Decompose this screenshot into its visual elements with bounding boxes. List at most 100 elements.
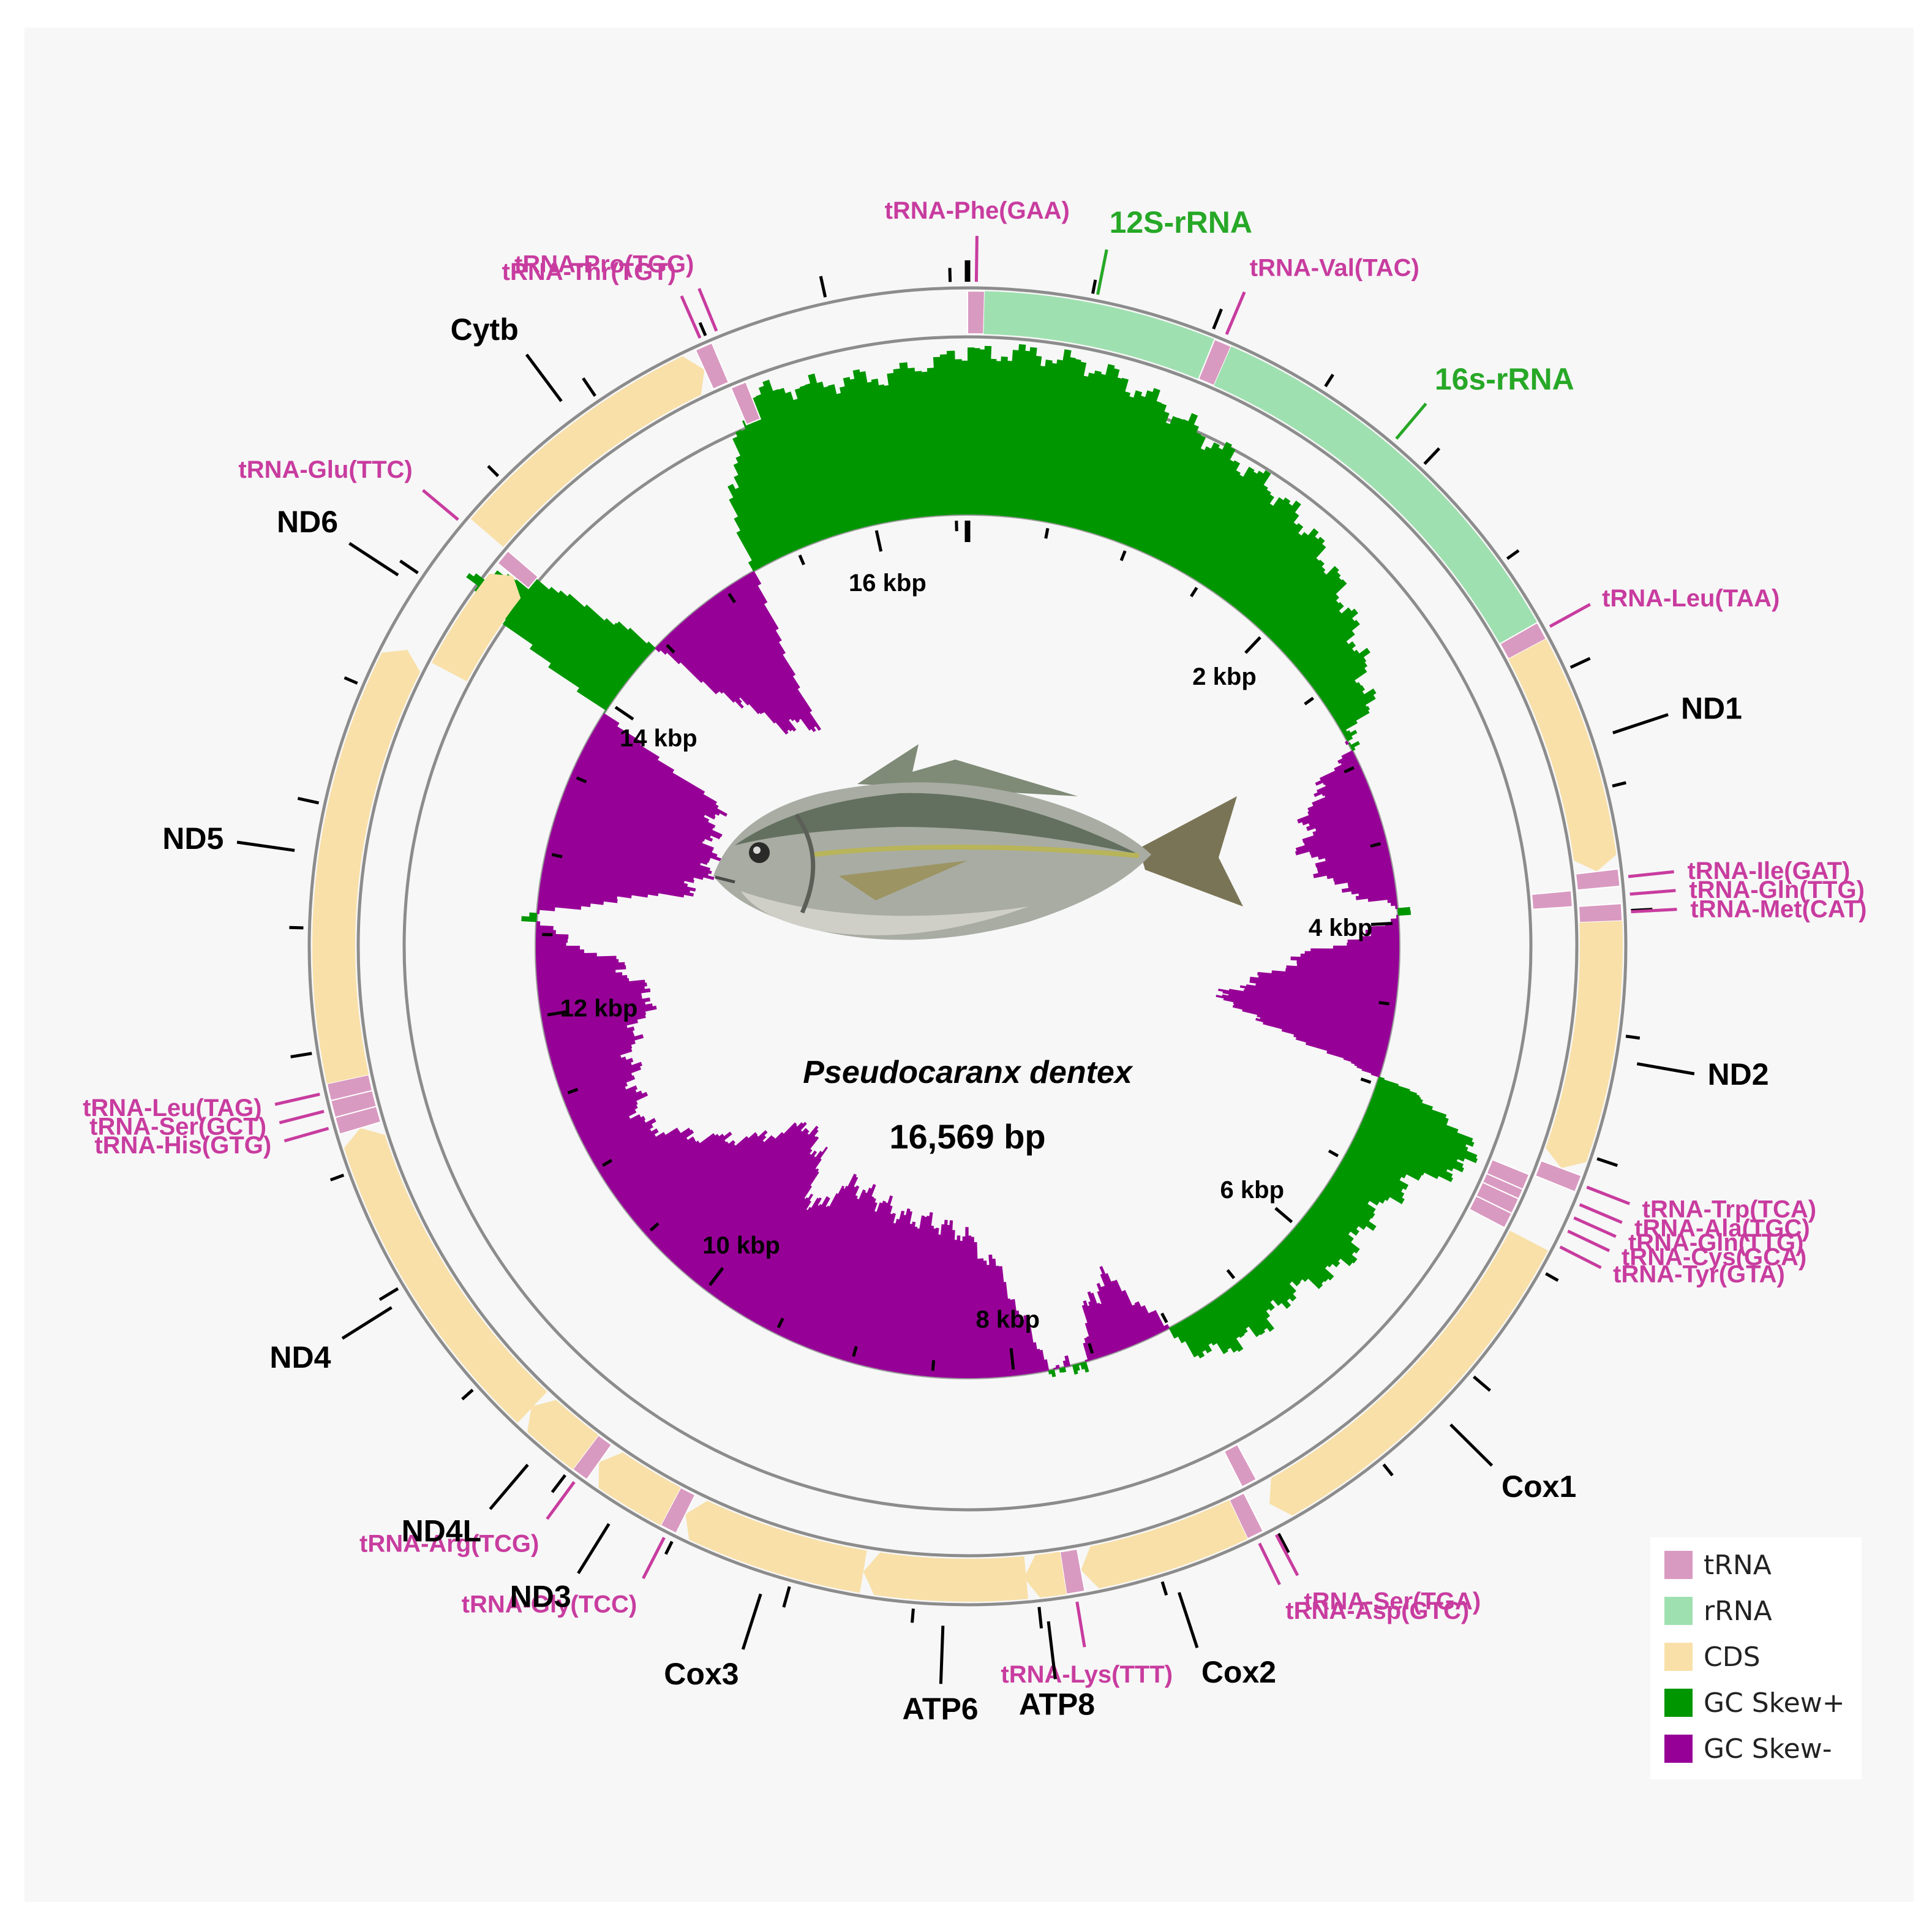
gc-skew-plus-segment <box>1131 419 1190 549</box>
gc-skew-minus-segment <box>585 1115 646 1152</box>
gc-skew-minus-segment <box>907 1212 933 1375</box>
gc-skew-plus-segment <box>1175 460 1241 571</box>
gc-skew-minus-segment <box>789 1195 858 1342</box>
gc-skew-minus-segment <box>1307 783 1370 812</box>
gc-skew-minus-segment <box>545 852 688 888</box>
scale-label-12-kbp: 12 kbp <box>560 995 638 1022</box>
gc-skew-plus-segment <box>893 368 919 518</box>
outer-tick <box>344 676 358 685</box>
gc-skew-minus-segment <box>1341 750 1354 760</box>
gc-skew-plus-segment <box>1370 1097 1459 1134</box>
gc-skew-minus-segment <box>1097 1291 1122 1351</box>
feature-trna-trna-asp-gtc <box>1228 1492 1265 1540</box>
gc-skew-plus-segment <box>1318 661 1368 699</box>
gc-skew-minus-segment <box>851 1213 896 1363</box>
gc-skew-minus-segment <box>1081 1305 1102 1358</box>
gc-skew-minus-segment <box>545 1014 646 1040</box>
gc-skew-minus-segment <box>887 1226 918 1372</box>
gc-skew-plus-segment <box>1343 730 1351 737</box>
gc-skew-minus-segment <box>1087 1305 1107 1357</box>
feature-label-nd6: ND6 <box>277 505 338 539</box>
gc-skew-plus-segment <box>733 462 783 559</box>
gc-skew-plus-segment <box>1345 735 1353 742</box>
gc-skew-minus-segment <box>871 1208 911 1368</box>
gc-skew-minus-segment <box>1306 1041 1383 1067</box>
gc-skew-plus-segment <box>899 362 923 518</box>
feature-cds-cytb <box>470 356 705 547</box>
gc-skew-plus-segment <box>474 584 621 694</box>
gc-skew-plus-segment <box>1072 1364 1078 1375</box>
gc-skew-plus-segment <box>1355 1132 1453 1183</box>
outer-tick <box>1324 374 1334 388</box>
gc-skew-minus-segment <box>1304 951 1399 957</box>
gc-skew-minus-segment <box>579 752 705 818</box>
gc-skew-plus-segment <box>827 384 868 527</box>
gc-skew-plus-segment <box>1308 647 1355 685</box>
gc-skew-minus-segment <box>1083 1342 1092 1361</box>
scale-tick <box>852 1346 858 1357</box>
gc-skew-plus-segment <box>1048 361 1087 524</box>
gc-skew-minus-segment <box>546 1019 638 1044</box>
feature-label-trna-ser-gct: tRNA-Ser(GCT) <box>89 1114 266 1140</box>
gc-skew-minus-segment <box>538 982 647 1000</box>
legend-label-cds: CDS <box>1704 1642 1761 1673</box>
gc-skew-minus-segment <box>735 579 786 655</box>
feature-trna-trna-leu-taa <box>1499 622 1547 660</box>
gc-skew-minus-segment <box>1315 846 1389 868</box>
gc-skew-minus-segment <box>547 844 694 883</box>
gc-skew-minus-segment <box>538 897 591 907</box>
gc-skew-minus-segment <box>1300 953 1399 961</box>
gc-skew-minus-segment <box>576 1100 638 1133</box>
gc-skew-minus-segment <box>1324 777 1367 798</box>
gc-skew-minus-segment <box>812 1196 874 1351</box>
gc-skew-minus-segment <box>793 1198 860 1344</box>
gc-skew-minus-segment <box>640 1136 749 1232</box>
gc-skew-minus-segment <box>670 630 744 709</box>
gc-skew-plus-segment <box>1351 1139 1423 1178</box>
scale-label-2-kbp: 2 kbp <box>1192 663 1256 690</box>
gc-skew-minus-segment <box>1148 1311 1163 1334</box>
scale-tick <box>1009 1348 1015 1370</box>
gc-skew-minus-segment <box>895 1215 925 1373</box>
gc-skew-plus-segment <box>1088 396 1135 533</box>
gc-skew-minus-segment <box>656 644 668 655</box>
gc-skew-plus-segment <box>1348 1144 1407 1178</box>
feature-rrna-12s-rrna <box>983 291 1215 379</box>
gc-skew-minus-segment <box>668 1125 798 1261</box>
gc-skew-plus-segment <box>1135 413 1198 551</box>
feature-trna-trna-tyr-gta <box>1468 1195 1513 1229</box>
gc-skew-minus-segment <box>1295 1036 1384 1065</box>
gc-skew-minus-segment <box>676 625 750 706</box>
gc-skew-plus-segment <box>1069 1365 1073 1366</box>
gc-skew-minus-segment <box>1332 866 1393 882</box>
feature-label-trna-thr-tgt: tRNA-Thr(TGT) <box>502 258 676 285</box>
gc-skew-minus-segment <box>551 828 709 876</box>
gc-skew-minus-segment <box>566 782 705 842</box>
gc-skew-plus-segment <box>736 530 762 570</box>
gc-skew-minus-segment <box>1301 795 1374 826</box>
feature-trna-trna-gln-ttg <box>1531 890 1573 910</box>
feature-cds-nd5 <box>312 649 421 1084</box>
gc-skew-minus-segment <box>746 573 768 605</box>
outer-tick-marks <box>289 260 1653 1629</box>
outer-tick <box>911 1608 915 1623</box>
gc-skew-plus-segment <box>1223 500 1301 602</box>
gc-skew-minus-segment <box>1341 881 1395 893</box>
gc-skew-minus-segment <box>1036 1349 1044 1372</box>
feature-label-trna-ala-tgc: tRNA-Ala(TGC) <box>1634 1215 1810 1242</box>
gc-skew-minus-segment <box>696 607 797 732</box>
label-leader <box>546 1481 576 1520</box>
gc-skew-minus-segment <box>539 988 651 1008</box>
gc-skew-minus-segment <box>668 632 736 703</box>
gc-skew-minus-segment <box>1043 1359 1050 1371</box>
scale-label-8-kbp: 8 kbp <box>975 1306 1039 1333</box>
gc-skew-minus-segment <box>1367 894 1397 902</box>
gc-skew-minus-segment <box>843 1205 893 1362</box>
gc-skew-plus-segment <box>1234 1283 1275 1332</box>
gc-skew-plus-segment <box>1077 377 1123 530</box>
gc-skew-minus-segment <box>1347 874 1394 886</box>
gc-skew-plus-segment <box>1186 1316 1212 1354</box>
feature-label-trna-trp-tca: tRNA-Trp(TCA) <box>1642 1196 1816 1223</box>
gc-skew-plus-segment <box>1096 395 1146 536</box>
gc-skew-plus-segment <box>1363 1115 1465 1162</box>
